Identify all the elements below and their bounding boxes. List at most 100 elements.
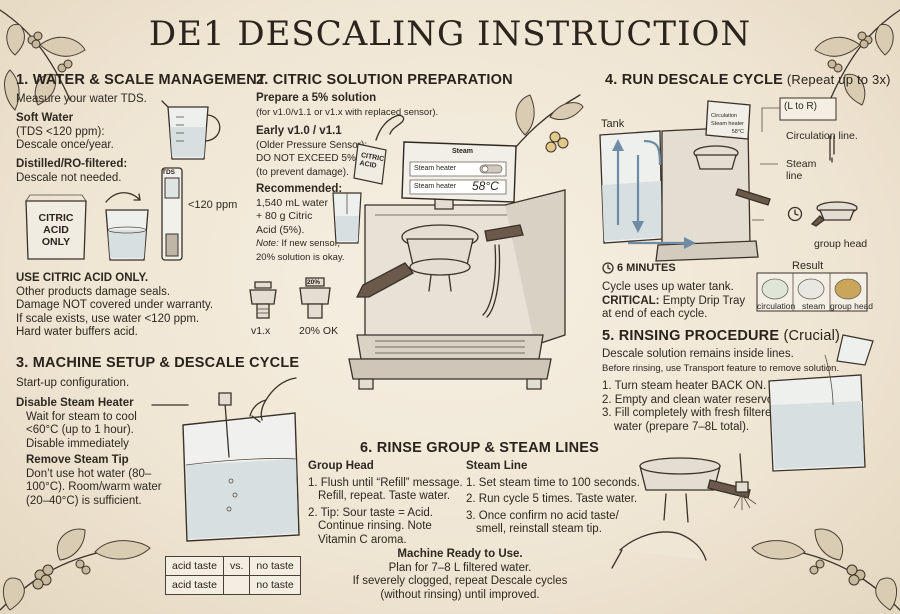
minutes-label: 6 MINUTES	[617, 262, 676, 274]
group-step-1b: Refill, repeat. Taste water.	[318, 490, 451, 502]
result-label-steam: steam	[802, 301, 826, 311]
lr-label: (L to R)	[784, 101, 817, 112]
note-3: If scale exists, use water <120 ppm.	[16, 312, 200, 325]
note-1: Other products damage seals.	[16, 285, 171, 298]
coffee-branch-icon	[0, 0, 110, 120]
early-version-block: Early v1.0 / v1.1 (Older Pressure Sensor…	[256, 125, 368, 179]
steam-wand-illustration	[722, 452, 768, 512]
sensor-v1-label: v1.x	[251, 325, 271, 337]
ready-line-1: Plan for 7–8 L filtered water.	[388, 561, 532, 574]
glass-icon	[330, 190, 364, 246]
prepare-note: (for v1.0/v1.1 or v1.x with replaced sen…	[256, 106, 439, 118]
table-cell: acid taste	[165, 556, 224, 576]
section-6-heading: 6. RINSE GROUP & STEAM LINES	[360, 440, 599, 456]
section-1-heading: 1. WATER & SCALE MANAGEMENT	[16, 72, 267, 88]
section-5-heading: 5. RINSING PROCEDURE (Crucial)	[602, 328, 840, 344]
note-line-2: 20% solution is okay.	[256, 251, 345, 263]
table-cell: acid taste	[165, 575, 224, 595]
steam-step-2: 2. Run cycle 5 times. Taste water.	[466, 493, 638, 505]
hand-icon	[372, 108, 410, 144]
remove-tip-block: Remove Steam Tip Don’t use hot water (80…	[16, 454, 166, 508]
prepare-block: Prepare a 5% solution (for v1.0/v1.1 or …	[256, 92, 456, 119]
label-brackets	[752, 96, 872, 256]
water-reservoir-illustration	[175, 385, 315, 545]
critical-label: CRITICAL:	[602, 294, 660, 307]
rinse-step-3-cont: water (prepare 7–8L total).	[614, 420, 750, 433]
group-head-block: Group Head 1. Flush until “Refill” messa…	[308, 460, 468, 547]
citric-acid-bag-label: CITRIC ACID ONLY	[38, 212, 74, 248]
remove-line-2: 100°C). Room/warm water	[26, 481, 162, 493]
early-title: Early v1.0 / v1.1	[256, 125, 342, 137]
section-4-title: 4. RUN DESCALE CYCLE	[605, 72, 784, 88]
table-cell: no taste	[249, 575, 301, 595]
coffee-branch-icon	[750, 470, 900, 614]
disable-title: Disable Steam Heater	[16, 397, 134, 409]
tds-meter-label: TDS	[162, 169, 175, 176]
steam-step-3b: smell, reinstall steam tip.	[476, 523, 602, 535]
rinse-step-2: 2. Empty and clean water reservoir.	[602, 393, 783, 406]
disable-block: Disable Steam Heater Wait for steam to c…	[16, 397, 166, 451]
section-3-heading: 3. MACHINE SETUP & DESCALE CYCLE	[16, 355, 300, 371]
critical-rest: Empty Drip Tray	[659, 294, 746, 307]
descale-cycle-illustration	[598, 95, 773, 265]
rinse-steps: 1. Turn steam heater BACK ON. 2. Empty a…	[602, 380, 802, 434]
water-cup-icon	[102, 206, 152, 264]
group-step-2b: Continue rinsing. Note	[318, 520, 432, 532]
group-step-2c: Vitamin C aroma.	[318, 533, 407, 546]
coffee-branch-icon	[0, 480, 160, 614]
section-4-note: (Repeat up to 3x)	[783, 72, 891, 87]
screen-temp: 58°C	[472, 179, 499, 193]
coffee-branch-icon	[790, 0, 900, 120]
group-head-icon	[812, 200, 862, 232]
table-cell	[223, 575, 250, 595]
page-title: DE1 DESCALING INSTRUCTION	[148, 14, 752, 54]
citric-acid-sachet	[352, 140, 392, 186]
rec-line-1: 1,540 mL water	[256, 196, 328, 209]
disable-line-3: Disable immediately	[26, 437, 129, 450]
recommended-title: Recommended:	[256, 183, 343, 195]
pointer-line	[150, 400, 190, 410]
clock-icon	[602, 262, 614, 274]
measuring-jug-icon	[158, 95, 228, 165]
soft-water-rule: Descale once/year.	[16, 139, 114, 151]
ready-line-2: If severely clogged, repeat Descale cycl…	[352, 575, 568, 587]
rinse-step-1: 1. Turn steam heater BACK ON.	[602, 380, 767, 392]
rec-line-3: Acid (5%).	[256, 223, 305, 236]
distilled-rule: Descale not needed.	[16, 171, 122, 184]
note-2: Damage NOT covered under warranty.	[16, 299, 214, 311]
rinse-intro-block: Descale solution remains inside lines. B…	[602, 348, 862, 375]
table-cell: no taste	[249, 556, 301, 576]
soft-water-tds: (TDS <120 ppm):	[16, 125, 105, 138]
early-warn2: (to prevent damage).	[256, 166, 349, 178]
remove-line-3: (20–40°C) is sufficient.	[26, 494, 142, 507]
note-4: Hard water buffers acid.	[16, 326, 138, 338]
citric-only-block: USE CITRIC ACID ONLY. Other products dam…	[16, 272, 246, 340]
steam-line-block: Steam Line 1. Set steam time to 100 seco…	[466, 460, 640, 537]
result-label-group-head: group head	[830, 301, 874, 311]
remove-line-1: Don’t use hot water (80–	[26, 467, 152, 480]
tank-label: Tank	[601, 118, 625, 130]
soft-water-title: Soft Water	[16, 112, 74, 124]
hand-icon	[238, 372, 298, 424]
section-4-heading: 4. RUN DESCALE CYCLE (Repeat up to 3x)	[605, 72, 891, 88]
disable-line-1: Wait for steam to cool	[26, 410, 137, 423]
screen-row-2: Steam heater	[414, 183, 457, 190]
group-step-1: 1. Flush until “Refill” message.	[308, 476, 463, 489]
prepare-title: Prepare a 5% solution	[256, 92, 377, 104]
rinse-step-3: 3. Fill completely with fresh filtered	[602, 407, 778, 419]
circulation-label: Circulation line.	[786, 130, 858, 142]
soft-water-block: Soft Water (TDS <120 ppm): Descale once/…	[16, 112, 156, 153]
early-warn: DO NOT EXCEED 5%	[256, 153, 356, 164]
note-label: Note:	[256, 238, 279, 249]
pressure-sensor-v1	[246, 280, 280, 322]
note-rest: If new sensor,	[278, 238, 340, 249]
curved-arrow-icon	[104, 188, 144, 208]
table-cell: vs.	[223, 556, 250, 576]
distilled-block: Distilled/RO-filtered: Descale not neede…	[16, 158, 166, 185]
cycle-text: Cycle uses up water tank.	[602, 281, 734, 293]
tds-meter-icon	[158, 164, 186, 264]
citric-acid-bag	[20, 193, 92, 263]
group-head-title: Group Head	[308, 460, 374, 472]
result-title: Result	[792, 260, 824, 272]
early-note: (Older Pressure Sensor):	[256, 139, 368, 151]
